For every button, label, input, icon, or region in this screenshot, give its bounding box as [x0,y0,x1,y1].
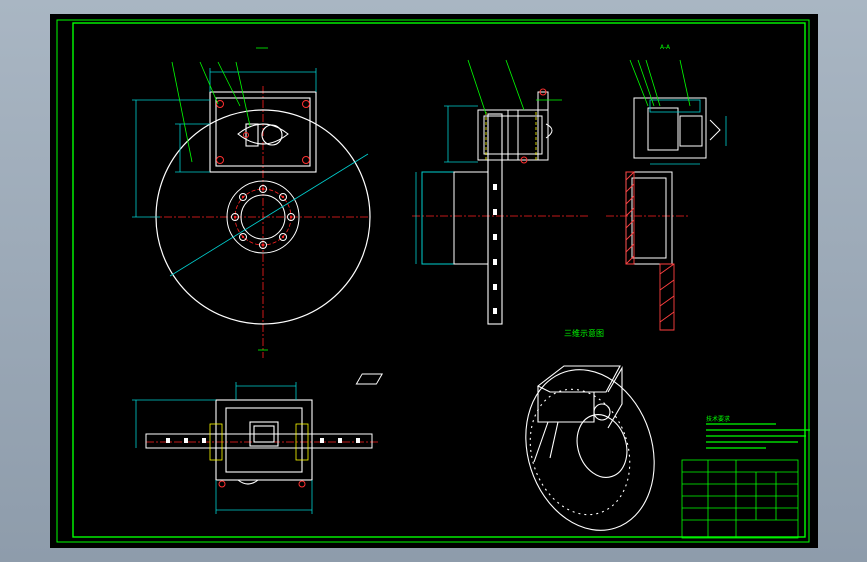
top-view [132,382,380,514]
drawing-sheet [56,19,810,543]
technical-notes-heading: 技术要求 [706,416,731,423]
caliper-housing [209,91,317,173]
sheet-frame [56,19,810,543]
section-mark: A-A [660,44,671,51]
notes-placeholder-lines [706,423,810,449]
side-view [412,59,590,325]
bolt-holes [231,185,295,249]
isometric-view [355,365,655,531]
title-block [681,459,799,539]
isometric-view-caption: 三维示意图 [564,329,604,338]
section-view-a-a [606,59,727,331]
front-view-disc [132,47,371,358]
drawing-canvas[interactable]: 三维示意图 A-A 技术要求 [50,14,818,548]
